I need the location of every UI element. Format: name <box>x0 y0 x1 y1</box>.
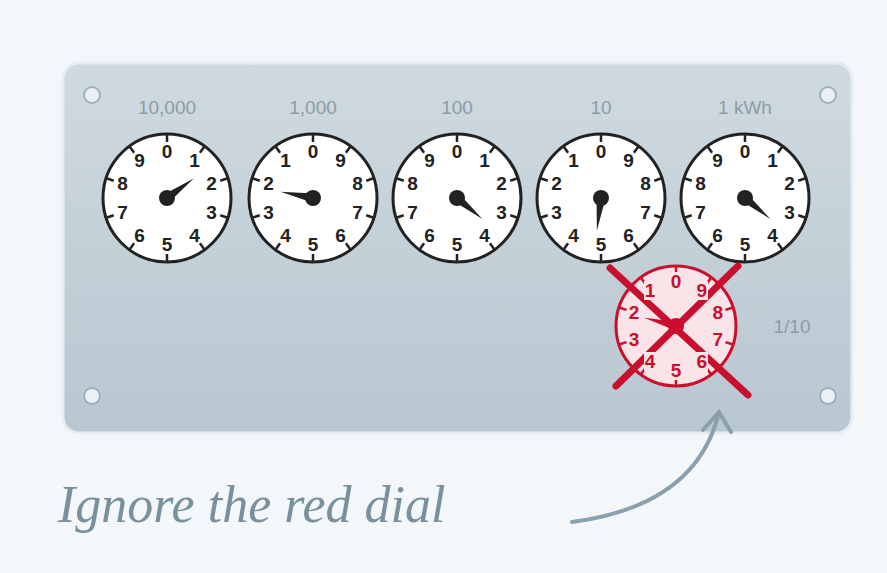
dial-digit: 1 <box>568 151 579 170</box>
dial-digit: 6 <box>424 226 435 245</box>
dial-digit: 8 <box>407 174 418 193</box>
dial-multiplier: 100 <box>441 98 473 117</box>
dial-digit: 5 <box>596 235 607 254</box>
dial-digit: 0 <box>596 142 607 161</box>
dial-digit: 0 <box>452 142 463 161</box>
dial-digit: 9 <box>424 151 435 170</box>
dial-digit: 1 <box>189 151 200 170</box>
meter-dial: 1000123456789 <box>391 132 523 264</box>
dial-digit: 2 <box>628 303 641 322</box>
dial-digit: 6 <box>712 226 723 245</box>
dial-digit: 9 <box>696 281 709 300</box>
dial-digit: 2 <box>784 174 795 193</box>
dial-digit: 7 <box>712 330 725 349</box>
dial-digit: 9 <box>623 151 634 170</box>
dial-digit: 9 <box>335 151 346 170</box>
dial-digit: 7 <box>695 203 706 222</box>
ignored-dial: 1/100123456789 <box>614 264 738 388</box>
dial-digit: 0 <box>162 142 173 161</box>
dial-digit: 2 <box>496 174 507 193</box>
dial-digit: 2 <box>263 174 274 193</box>
dial-multiplier: 10 <box>590 98 611 117</box>
note-arrow <box>572 412 731 522</box>
dial-multiplier: 1,000 <box>289 98 337 117</box>
dial-digit: 7 <box>640 203 651 222</box>
dial-digit: 8 <box>117 174 128 193</box>
dial-digit: 5 <box>308 235 319 254</box>
dial-digit: 9 <box>712 151 723 170</box>
dial-digit: 3 <box>496 203 507 222</box>
meter-dial: 1,0000123456789 <box>247 132 379 264</box>
dial-digit: 5 <box>162 235 173 254</box>
meter-dial: 100123456789 <box>535 132 667 264</box>
dial-digit: 3 <box>206 203 217 222</box>
dial-digit: 4 <box>767 226 778 245</box>
meter-dial: 1 kWh0123456789 <box>679 132 811 264</box>
dial-digit: 7 <box>117 203 128 222</box>
dial-digit: 5 <box>740 235 751 254</box>
dial-digit: 4 <box>189 226 200 245</box>
handwritten-note: Ignore the red dial <box>58 476 446 533</box>
dial-digit: 6 <box>335 226 346 245</box>
dial-multiplier: 10,000 <box>138 98 196 117</box>
dial-digit: 0 <box>670 272 683 291</box>
dial-digit: 4 <box>644 352 657 371</box>
dial-digit: 3 <box>628 330 641 349</box>
dial-digit: 8 <box>352 174 363 193</box>
dial-digit: 0 <box>740 142 751 161</box>
dial-digit: 9 <box>134 151 145 170</box>
dial-digit: 1 <box>767 151 778 170</box>
dial-digit: 3 <box>551 203 562 222</box>
dial-multiplier: 1 kWh <box>718 98 772 117</box>
dial-digit: 3 <box>263 203 274 222</box>
dial-digit: 6 <box>134 226 145 245</box>
dial-digit: 8 <box>695 174 706 193</box>
dial-digit: 4 <box>280 226 291 245</box>
meter-dial: 10,0000123456789 <box>101 132 233 264</box>
dial-digit: 3 <box>784 203 795 222</box>
dial-digit: 2 <box>551 174 562 193</box>
dial-digit: 8 <box>712 303 725 322</box>
dial-digit: 1 <box>280 151 291 170</box>
meter-plate <box>63 63 852 433</box>
dial-digit: 1 <box>644 281 657 300</box>
dial-digit: 1 <box>479 151 490 170</box>
dial-multiplier: 1/10 <box>774 317 811 336</box>
dial-digit: 4 <box>479 226 490 245</box>
dial-digit: 0 <box>308 142 319 161</box>
dial-digit: 5 <box>452 235 463 254</box>
dial-digit: 6 <box>623 226 634 245</box>
dial-digit: 7 <box>352 203 363 222</box>
dial-digit: 5 <box>670 361 683 380</box>
dial-digit: 8 <box>640 174 651 193</box>
dial-digit: 2 <box>206 174 217 193</box>
dial-digit: 4 <box>568 226 579 245</box>
plate-screws <box>84 87 836 404</box>
dial-digit: 7 <box>407 203 418 222</box>
dial-digit: 6 <box>696 352 709 371</box>
